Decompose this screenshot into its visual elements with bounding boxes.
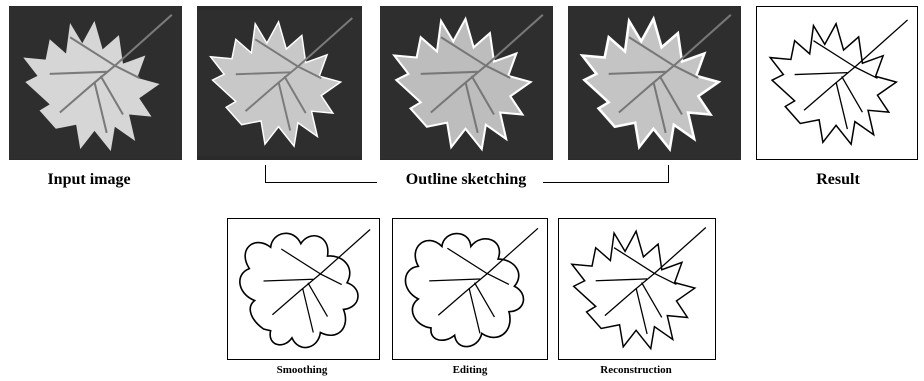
leaf-sketch-icon	[559, 219, 715, 359]
leaf-sketch-icon	[757, 7, 917, 159]
editing-panel	[392, 218, 548, 360]
smoothing-caption: Smoothing	[277, 364, 328, 376]
outline-step-1-panel	[197, 6, 362, 160]
outline-step-2-panel	[380, 6, 553, 160]
leaf-sketch-icon	[393, 219, 547, 359]
leaf-photo-icon	[9, 6, 182, 160]
leaf-photo-icon	[197, 6, 362, 160]
outline-sketching-caption: Outline sketching	[406, 171, 526, 189]
reconstruction-panel	[558, 218, 716, 360]
leaf-photo-icon	[568, 6, 741, 160]
editing-caption: Editing	[453, 364, 488, 376]
leaf-sketch-icon	[228, 219, 379, 359]
result-caption: Result	[816, 171, 860, 189]
input-image-panel	[9, 6, 182, 160]
input-image-caption: Input image	[47, 171, 130, 189]
result-panel	[756, 6, 918, 160]
reconstruction-caption: Reconstruction	[600, 364, 672, 376]
smoothing-panel	[227, 218, 380, 360]
outline-step-3-panel	[568, 6, 741, 160]
leaf-photo-icon	[380, 6, 553, 160]
